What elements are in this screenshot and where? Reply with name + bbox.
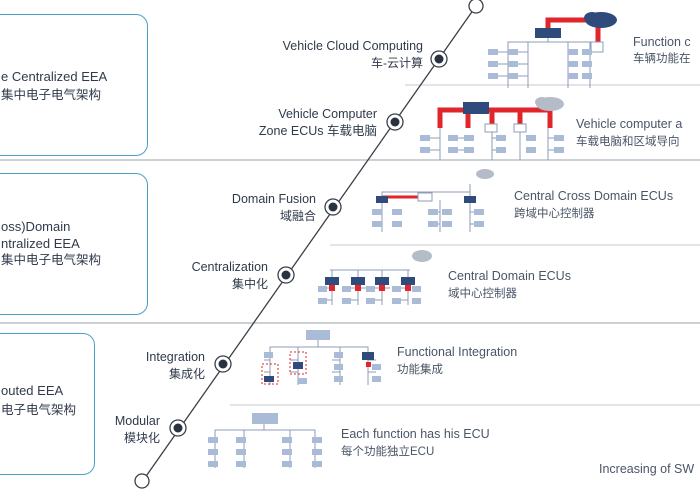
era-subtitle: 集中电子电气架构	[1, 88, 102, 102]
milestone-label: Vehicle Computer	[278, 107, 377, 121]
topology-cloud-computing	[488, 12, 617, 88]
era-box-centralized: e Centralized EEA 集中电子电气架构	[0, 14, 148, 156]
milestone-description: Functional Integration	[397, 345, 518, 359]
milestone-label-cn: 集中化	[231, 277, 268, 291]
topology-domain-fusion	[372, 169, 494, 232]
era-title-line2: ntralized EEA	[1, 236, 80, 251]
milestone-description: Function c	[633, 35, 691, 49]
milestone-description: Central Domain ECUs	[448, 269, 571, 283]
milestone-label: Vehicle Cloud Computing	[282, 39, 423, 53]
milestone-description-cn: 每个功能独立ECU	[341, 446, 435, 458]
milestone-label: Centralization	[191, 260, 268, 274]
topology-vehicle-computer	[420, 97, 564, 160]
topology-modular	[208, 413, 322, 468]
milestone-description: Central Cross Domain ECUs	[514, 189, 674, 203]
milestone-dot	[214, 355, 232, 373]
milestone-description: Vehicle computer a	[576, 117, 683, 131]
milestone-label-line2: Zone ECUs 车载电脑	[258, 124, 377, 138]
milestone-description-cn: 跨域中心控制器	[514, 208, 595, 220]
milestone-dot	[430, 50, 448, 68]
milestone-dot	[277, 266, 295, 284]
era-subtitle: 集中电子电气架构	[1, 253, 102, 267]
milestone-dot	[324, 198, 342, 216]
era-subtitle: 电子电气架构	[1, 403, 77, 417]
milestone-label-cn: 模块化	[123, 431, 160, 445]
milestone-description-cn: 域中心控制器	[448, 288, 517, 300]
era-box-distributed: outed EEA 电子电气架构	[0, 333, 95, 475]
timeline-start-node	[134, 473, 150, 489]
milestone-label-cn: 集成化	[168, 367, 205, 381]
milestone-description: Each function has his ECU	[341, 427, 490, 441]
milestone-dot	[386, 113, 404, 131]
topology-centralization	[318, 250, 432, 305]
timeline-axis	[141, 5, 477, 483]
milestone-description-cn: 车载电脑和区域导向	[576, 136, 680, 148]
sw-growth-label: Increasing of SW	[599, 462, 695, 476]
topology-integration	[261, 330, 381, 385]
milestone-label: Modular	[114, 414, 160, 428]
era-title: e Centralized EEA	[1, 69, 108, 84]
milestone-description-cn: 功能集成	[397, 364, 443, 376]
milestone-dot	[169, 419, 187, 437]
milestone-label-cn: 域融合	[279, 209, 316, 223]
era-title: oss)Domain	[1, 219, 71, 234]
milestone-label-cn: 车-云计算	[371, 56, 423, 70]
era-box-domain: oss)Domain ntralized EEA 集中电子电气架构	[0, 173, 148, 315]
timeline-end-node	[468, 0, 484, 14]
milestone-label: Domain Fusion	[231, 192, 316, 206]
milestone-label: Integration	[145, 350, 205, 364]
milestone-description-cn: 车辆功能在	[633, 53, 691, 65]
era-title: outed EEA	[1, 383, 64, 398]
